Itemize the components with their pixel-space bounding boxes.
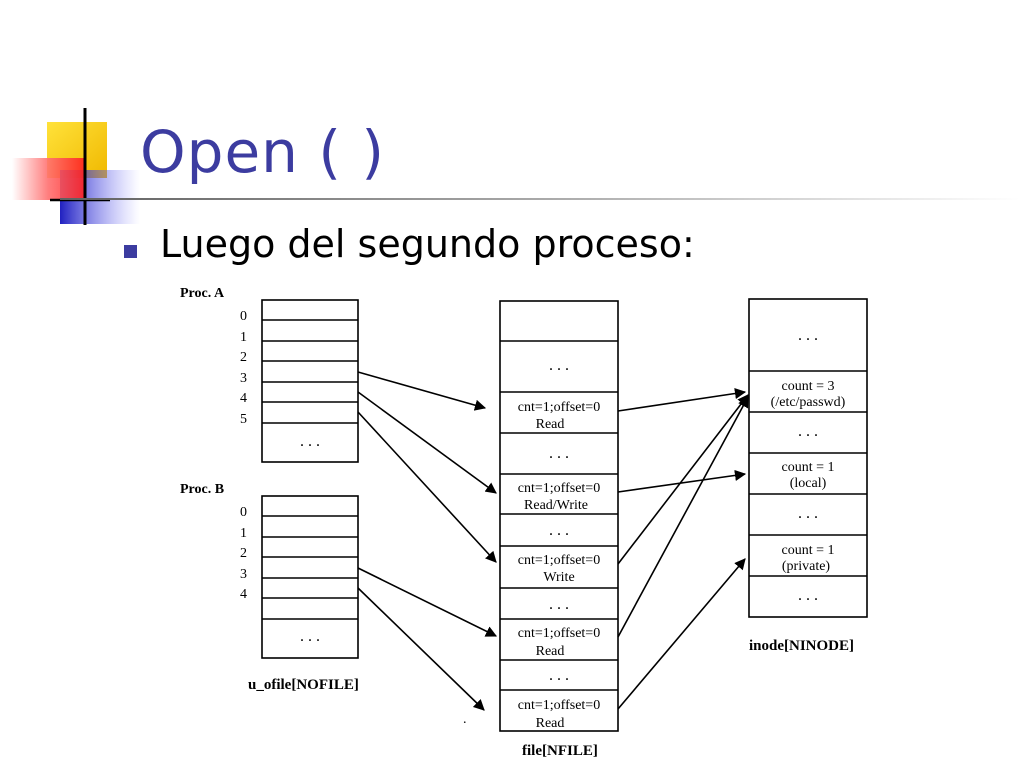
file-entry-line1: cnt=1;offset=0 (518, 481, 600, 496)
slide-title: Open ( ) (140, 118, 386, 186)
file-entry-line1: cnt=1;offset=0 (518, 698, 600, 713)
proc-a-row-index: 3 (240, 371, 247, 386)
inode-entry-line1: count = 3 (782, 379, 835, 394)
inode-entry-line2: (/etc/passwd) (771, 395, 846, 410)
proc-b-row-index: 4 (240, 587, 247, 602)
proc-a-ellipsis: . . . (300, 433, 320, 450)
file-ellipsis: . . . (549, 596, 569, 613)
inode-entry-line2: (private) (782, 559, 831, 574)
file-ellipsis: . . . (549, 667, 569, 684)
pointer-arrow (617, 558, 746, 710)
pointer-arrow (617, 469, 747, 493)
proc-b-label: Proc. B (180, 482, 224, 497)
file-entry-line2: Write (543, 570, 574, 585)
file-entry-line1: cnt=1;offset=0 (518, 553, 600, 568)
proc-b-table (261, 495, 359, 659)
inode-table (748, 298, 868, 618)
inode-ellipsis: . . . (798, 505, 818, 522)
ofile-to-file-arrows (357, 371, 498, 711)
file-entry-line1: cnt=1;offset=0 (518, 626, 600, 641)
file-entry-line2: Read (536, 716, 565, 731)
file-table-label: file[NFILE] (522, 743, 598, 759)
proc-a-row-index: 4 (240, 391, 247, 406)
proc-a-table (261, 299, 359, 463)
pointer-arrow (357, 391, 497, 494)
inode-ellipsis: . . . (798, 587, 818, 604)
file-entry-line1: cnt=1;offset=0 (518, 400, 600, 415)
inode-ellipsis: . . . (798, 327, 818, 344)
proc-a-label: Proc. A (180, 286, 225, 301)
inode-entry-line1: count = 1 (782, 460, 835, 475)
bullet-text: Luego del segundo proceso: (160, 222, 695, 266)
bullet-marker (124, 245, 137, 258)
inode-table-label: inode[NINODE] (749, 638, 854, 654)
title-divider (60, 198, 1020, 200)
inode-entry-line2: (local) (790, 476, 827, 491)
proc-b-row-index: 2 (240, 546, 247, 561)
u-ofile-label: u_ofile[NOFILE] (248, 677, 359, 693)
pointer-arrow (617, 387, 747, 412)
file-ellipsis: . . . (549, 357, 569, 374)
proc-b-ellipsis: . . . (300, 628, 320, 645)
proc-a-row-index: 5 (240, 412, 247, 427)
proc-b-row-index: 0 (240, 505, 247, 520)
proc-a-row-index: 2 (240, 350, 247, 365)
pointer-arrow (357, 371, 487, 411)
pointer-arrow (357, 567, 498, 637)
file-entry-line2: Read/Write (524, 498, 588, 513)
proc-a-row-index: 1 (240, 330, 247, 345)
inode-entry-line1: count = 1 (782, 543, 835, 558)
inode-ellipsis: . . . (798, 423, 818, 440)
file-ellipsis: . . . (549, 522, 569, 539)
proc-b-row-index: 3 (240, 567, 247, 582)
file-table (499, 300, 619, 732)
proc-a-row-index: 0 (240, 309, 247, 324)
proc-b-row-index: 1 (240, 526, 247, 541)
pointer-arrow (617, 396, 749, 638)
decorative-logo (12, 108, 140, 225)
pointer-arrow (617, 394, 749, 565)
file-entry-line2: Read (536, 644, 565, 659)
file-entry-line2: Read (536, 417, 565, 432)
file-ellipsis: . . . (549, 445, 569, 462)
pointer-arrow (357, 587, 485, 711)
pointer-arrow (357, 411, 497, 563)
stray-mark: . (463, 712, 467, 727)
file-to-inode-arrows (617, 387, 749, 710)
